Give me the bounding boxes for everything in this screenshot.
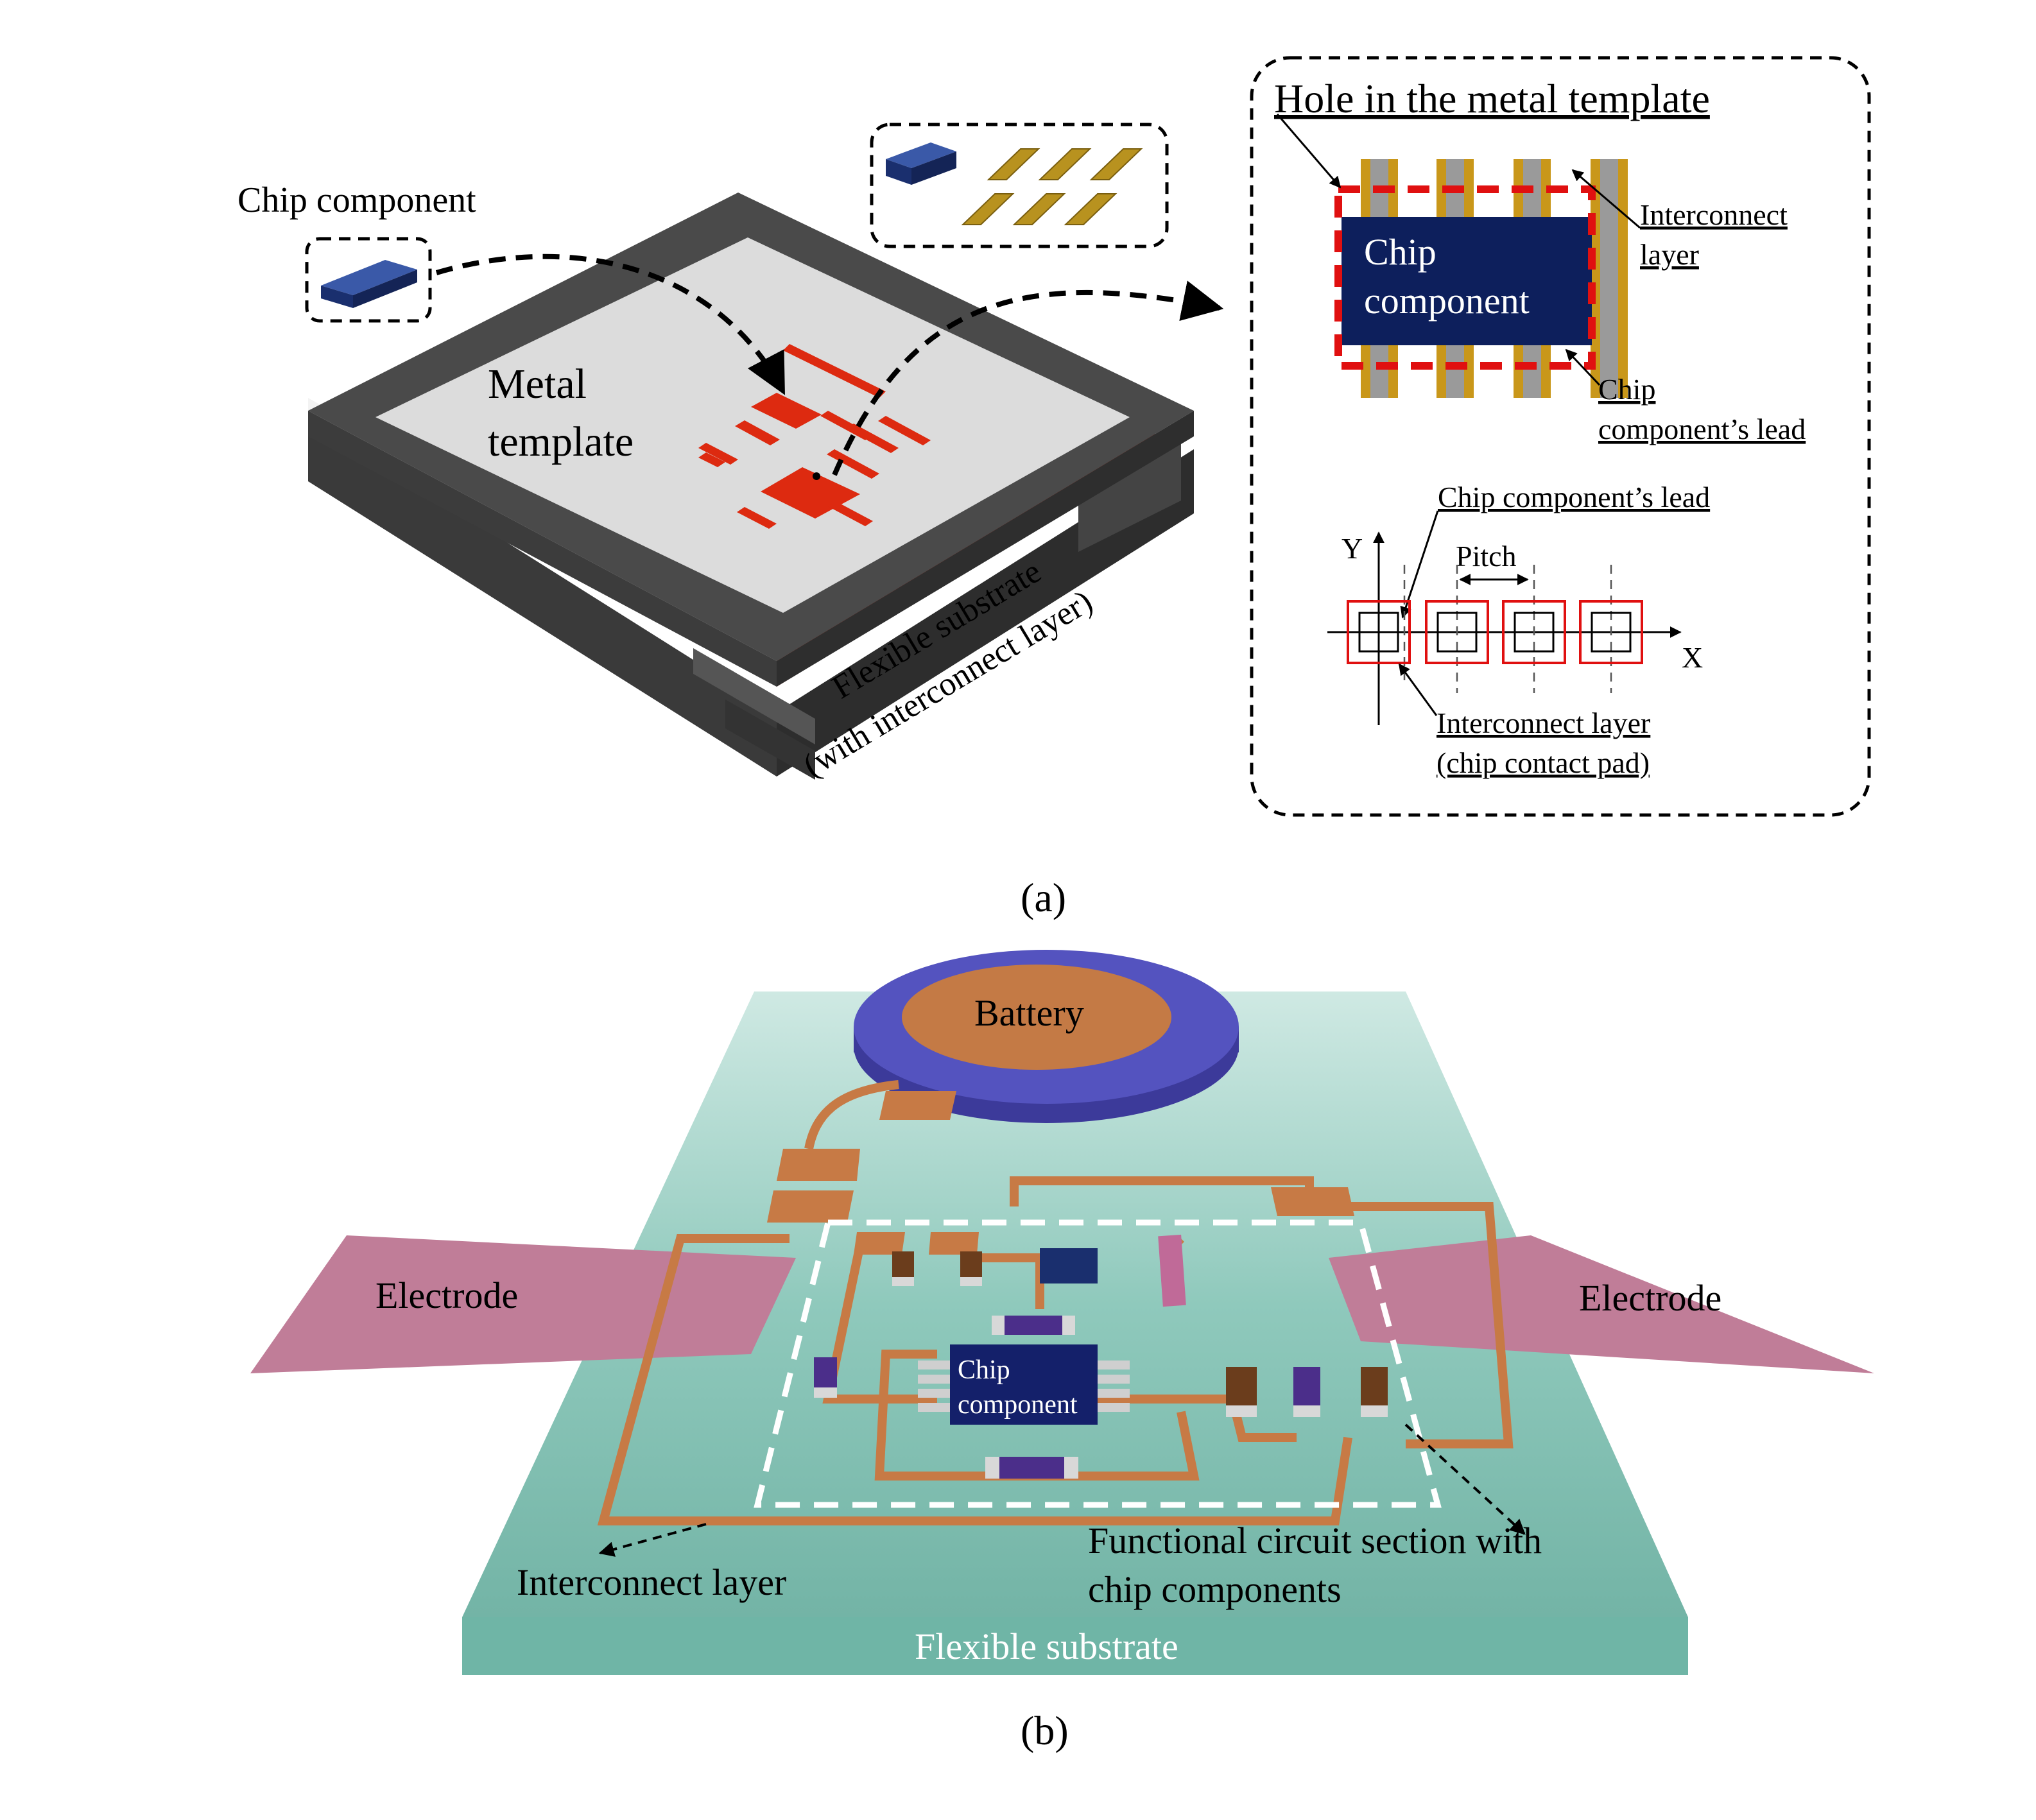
contact-pads [1347, 600, 1643, 664]
caption-b: (b) [1021, 1708, 1069, 1753]
pad-label-2: (chip contact pad) [1436, 746, 1650, 779]
title-leader [1276, 114, 1342, 189]
chip-component-label: Chip component [237, 180, 476, 220]
inset-chip-text-1: Chip [1364, 231, 1436, 273]
flexible-substrate-edge [462, 1617, 1688, 1675]
metal-template-label-2: template [488, 418, 634, 465]
functional-arrow [1404, 1423, 1526, 1535]
caption-a: (a) [1021, 875, 1066, 920]
pad-label-1: Interconnect layer [1436, 707, 1650, 739]
panel-b: Electrode Electrode Battery [250, 950, 1874, 1753]
inset-hole-outline [1334, 185, 1596, 370]
electrode-left-label: Electrode [375, 1275, 518, 1316]
pitch-label: Pitch [1456, 540, 1517, 572]
inset-chip-text-2: component [1364, 280, 1530, 322]
metal-template-stack [308, 193, 1194, 780]
small-components [814, 1234, 1388, 1479]
chip-component-icon [321, 260, 417, 308]
functional-label-1: Functional circuit section with [1088, 1520, 1542, 1561]
inset-lead-1: Chip [1598, 373, 1655, 406]
inset-lead-label-bottom: Chip component’s lead [1438, 481, 1710, 513]
inset-title: Hole in the metal template [1274, 76, 1710, 121]
electrode-right-label: Electrode [1579, 1277, 1721, 1319]
battery-label: Battery [974, 992, 1084, 1034]
lead-leader [1565, 348, 1601, 386]
inset-lead-2: component’s lead [1598, 413, 1806, 445]
x-axis-label: X [1682, 641, 1703, 674]
pad-leader [1398, 663, 1438, 716]
template-holes [698, 344, 931, 529]
chip-component-dashed-box [305, 237, 432, 323]
interconnect-leader [1571, 169, 1641, 229]
interconnect-arrow [598, 1523, 707, 1557]
panel-a: Metal template Flexible substrate (with … [237, 56, 1871, 920]
functional-section-outline [754, 1219, 1442, 1508]
y-axis-label: Y [1342, 532, 1363, 565]
metal-template-label-1: Metal [488, 361, 587, 408]
flexible-substrate-b-label: Flexible substrate [915, 1626, 1178, 1667]
interconnect-layer-label: Interconnect layer [517, 1561, 786, 1603]
chip-component-small-icon [886, 142, 956, 185]
inset-box [1250, 56, 1871, 817]
battery [854, 950, 1239, 1123]
functional-label-2: chip components [1088, 1568, 1342, 1610]
lead-parts-icons [961, 148, 1143, 225]
chip-component-b-text-2: component [958, 1390, 1078, 1420]
inset-chip-component [1342, 217, 1592, 345]
hole-point [813, 472, 820, 480]
electrode-right [1329, 1235, 1874, 1373]
components-dashed-box [870, 123, 1169, 248]
inset-interconnect-2: layer [1640, 238, 1699, 271]
lead-bottom-leader [1400, 510, 1439, 619]
inset-interconnect-1: Interconnect [1640, 198, 1788, 231]
electrode-left [250, 1235, 796, 1373]
chip-component-b-text-1: Chip [958, 1355, 1010, 1385]
placement-arrow-2 [832, 280, 1224, 476]
chip-component-b [918, 1344, 1130, 1425]
trace-pads [767, 1091, 1354, 1255]
pitch-gridlines [1403, 565, 1612, 693]
placement-arrow-1 [435, 253, 786, 395]
